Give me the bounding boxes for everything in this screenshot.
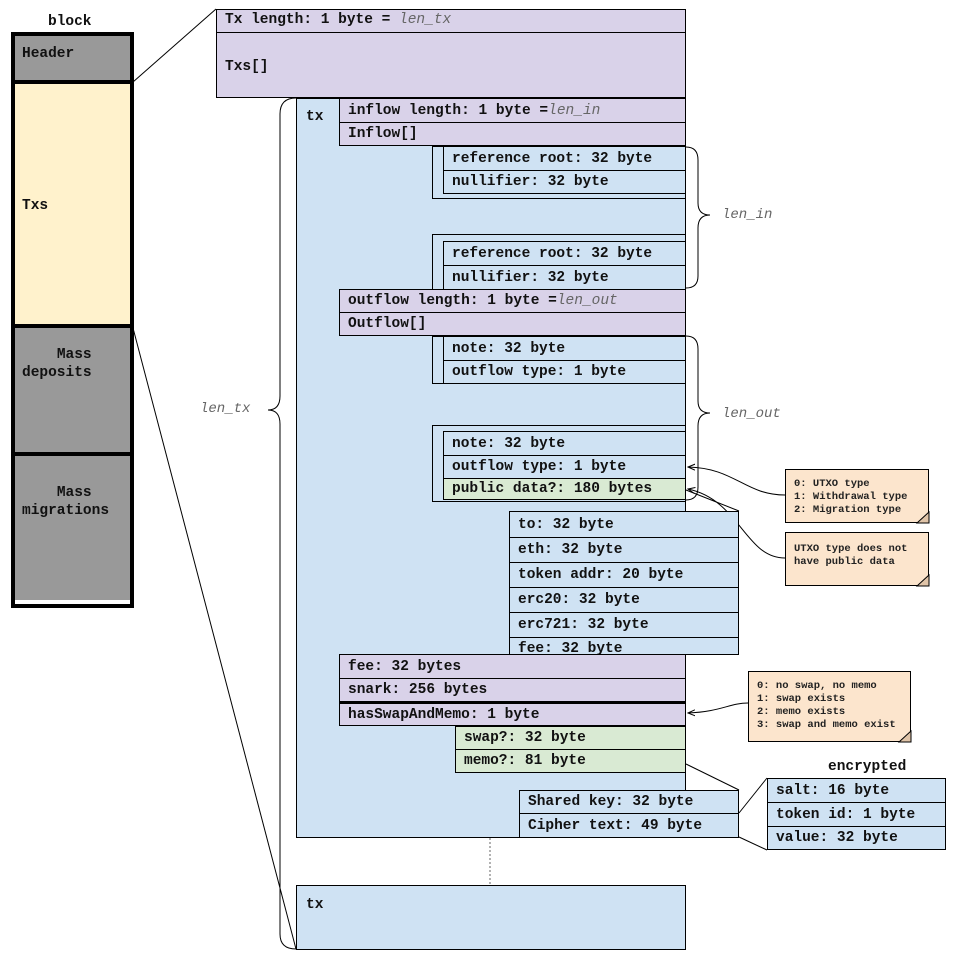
block-mass-migrations-section[interactable]: Mass migrations <box>15 456 130 600</box>
outflow-note-field[interactable]: note: 32 byte <box>443 431 686 456</box>
public-data-erc721-field[interactable]: erc721: 32 byte <box>510 613 738 638</box>
arrow-outflow-type <box>688 467 786 496</box>
outflow-type-field[interactable]: outflow type: 1 byte <box>443 360 686 384</box>
outflow-type-field[interactable]: outflow type: 1 byte <box>443 455 686 479</box>
len-in-brace <box>685 146 711 289</box>
snark-field[interactable]: snark: 256 bytes <box>339 678 686 702</box>
encrypted-token-id-field[interactable]: token id: 1 byte <box>767 802 946 827</box>
block: Header Txs Mass deposits Mass migrations <box>11 32 134 608</box>
outflow-length-field[interactable]: outflow length: 1 byte = len_out <box>339 289 686 313</box>
outflow-length-var: len_out <box>556 293 618 309</box>
len-in-label: len_in <box>722 207 773 223</box>
public-data-token-addr-field[interactable]: token addr: 20 byte <box>510 563 738 588</box>
encrypted-title: encrypted <box>828 759 907 775</box>
public-data-to-field[interactable]: to: 32 byte <box>510 512 738 538</box>
inflow-reference-root-field[interactable]: reference root: 32 byte <box>443 241 686 266</box>
shared-key-field[interactable]: Shared key: 32 byte <box>519 790 739 814</box>
block-mass-migrations-label: Mass migrations <box>22 485 110 519</box>
has-swap-and-memo-field[interactable]: hasSwapAndMemo: 1 byte <box>339 702 686 726</box>
len-out-brace <box>685 335 711 501</box>
block-header-section[interactable]: Header <box>15 36 130 84</box>
memo-field[interactable]: memo?: 81 byte <box>455 749 686 773</box>
block-txs-section[interactable]: Txs <box>15 84 130 328</box>
tx-length-text: Tx length: 1 byte = <box>225 12 400 28</box>
arrow-has-swap-memo <box>688 702 749 713</box>
block-txs-label: Txs <box>22 198 49 214</box>
txs-box: Tx length: 1 byte = len_tx Txs[] <box>216 9 686 98</box>
inflow-length-text: inflow length: 1 byte = <box>348 102 549 119</box>
inflow-nullifier-field[interactable]: nullifier: 32 byte <box>443 170 686 194</box>
encrypted-value-field[interactable]: value: 32 byte <box>767 826 946 850</box>
len-out-label: len_out <box>722 406 781 422</box>
tx-last-label: tx <box>306 897 324 913</box>
block-title: block <box>48 14 92 30</box>
block-mass-deposits-label: Mass deposits <box>22 347 92 381</box>
len-tx-label: len_tx <box>200 401 251 417</box>
inflow-length-var: len_in <box>548 102 601 119</box>
block-mass-deposits-section[interactable]: Mass deposits <box>15 328 130 456</box>
outflow-note-field[interactable]: note: 32 byte <box>443 336 686 361</box>
inflow-nullifier-field[interactable]: nullifier: 32 byte <box>443 265 686 290</box>
public-data-fee-field[interactable]: fee: 32 byte <box>518 640 623 657</box>
note-outflow-type: 0: UTXO type 1: Withdrawal type 2: Migra… <box>785 469 929 523</box>
tx-length-field: Tx length: 1 byte = len_tx <box>217 10 685 33</box>
swap-field[interactable]: swap?: 32 byte <box>455 726 686 750</box>
outflow-public-data-field[interactable]: public data?: 180 bytes <box>443 478 686 500</box>
public-data-box: to: 32 byte eth: 32 byte token addr: 20 … <box>509 511 739 657</box>
outflow-length-text: outflow length: 1 byte = <box>348 293 557 309</box>
note-public-data: UTXO type does not have public data <box>785 532 929 586</box>
tx-length-var: len_tx <box>399 12 452 28</box>
note-swap-memo: 0: no swap, no memo 1: swap exists 2: me… <box>748 671 911 742</box>
outflow-array[interactable]: Outflow[] <box>339 312 686 336</box>
encrypted-salt-field[interactable]: salt: 16 byte <box>767 778 946 803</box>
len-tx-brace <box>267 97 297 950</box>
public-data-erc20-field[interactable]: erc20: 32 byte <box>510 588 738 613</box>
cipher-text-field[interactable]: Cipher text: 49 byte <box>519 813 739 838</box>
inflow-length-field[interactable]: inflow length: 1 byte = len_in <box>339 98 686 123</box>
tx-box-last <box>296 885 686 950</box>
inflow-array[interactable]: Inflow[] <box>339 122 686 146</box>
zoom-line-top <box>132 8 217 83</box>
txs-array-label: Txs[] <box>225 59 269 75</box>
zoom-line-bottom <box>132 327 297 950</box>
fee-field[interactable]: fee: 32 bytes <box>339 654 686 679</box>
block-header-label: Header <box>22 46 75 62</box>
inflow-reference-root-field[interactable]: reference root: 32 byte <box>443 146 686 171</box>
tx-label: tx <box>306 109 324 125</box>
public-data-eth-field[interactable]: eth: 32 byte <box>510 538 738 563</box>
